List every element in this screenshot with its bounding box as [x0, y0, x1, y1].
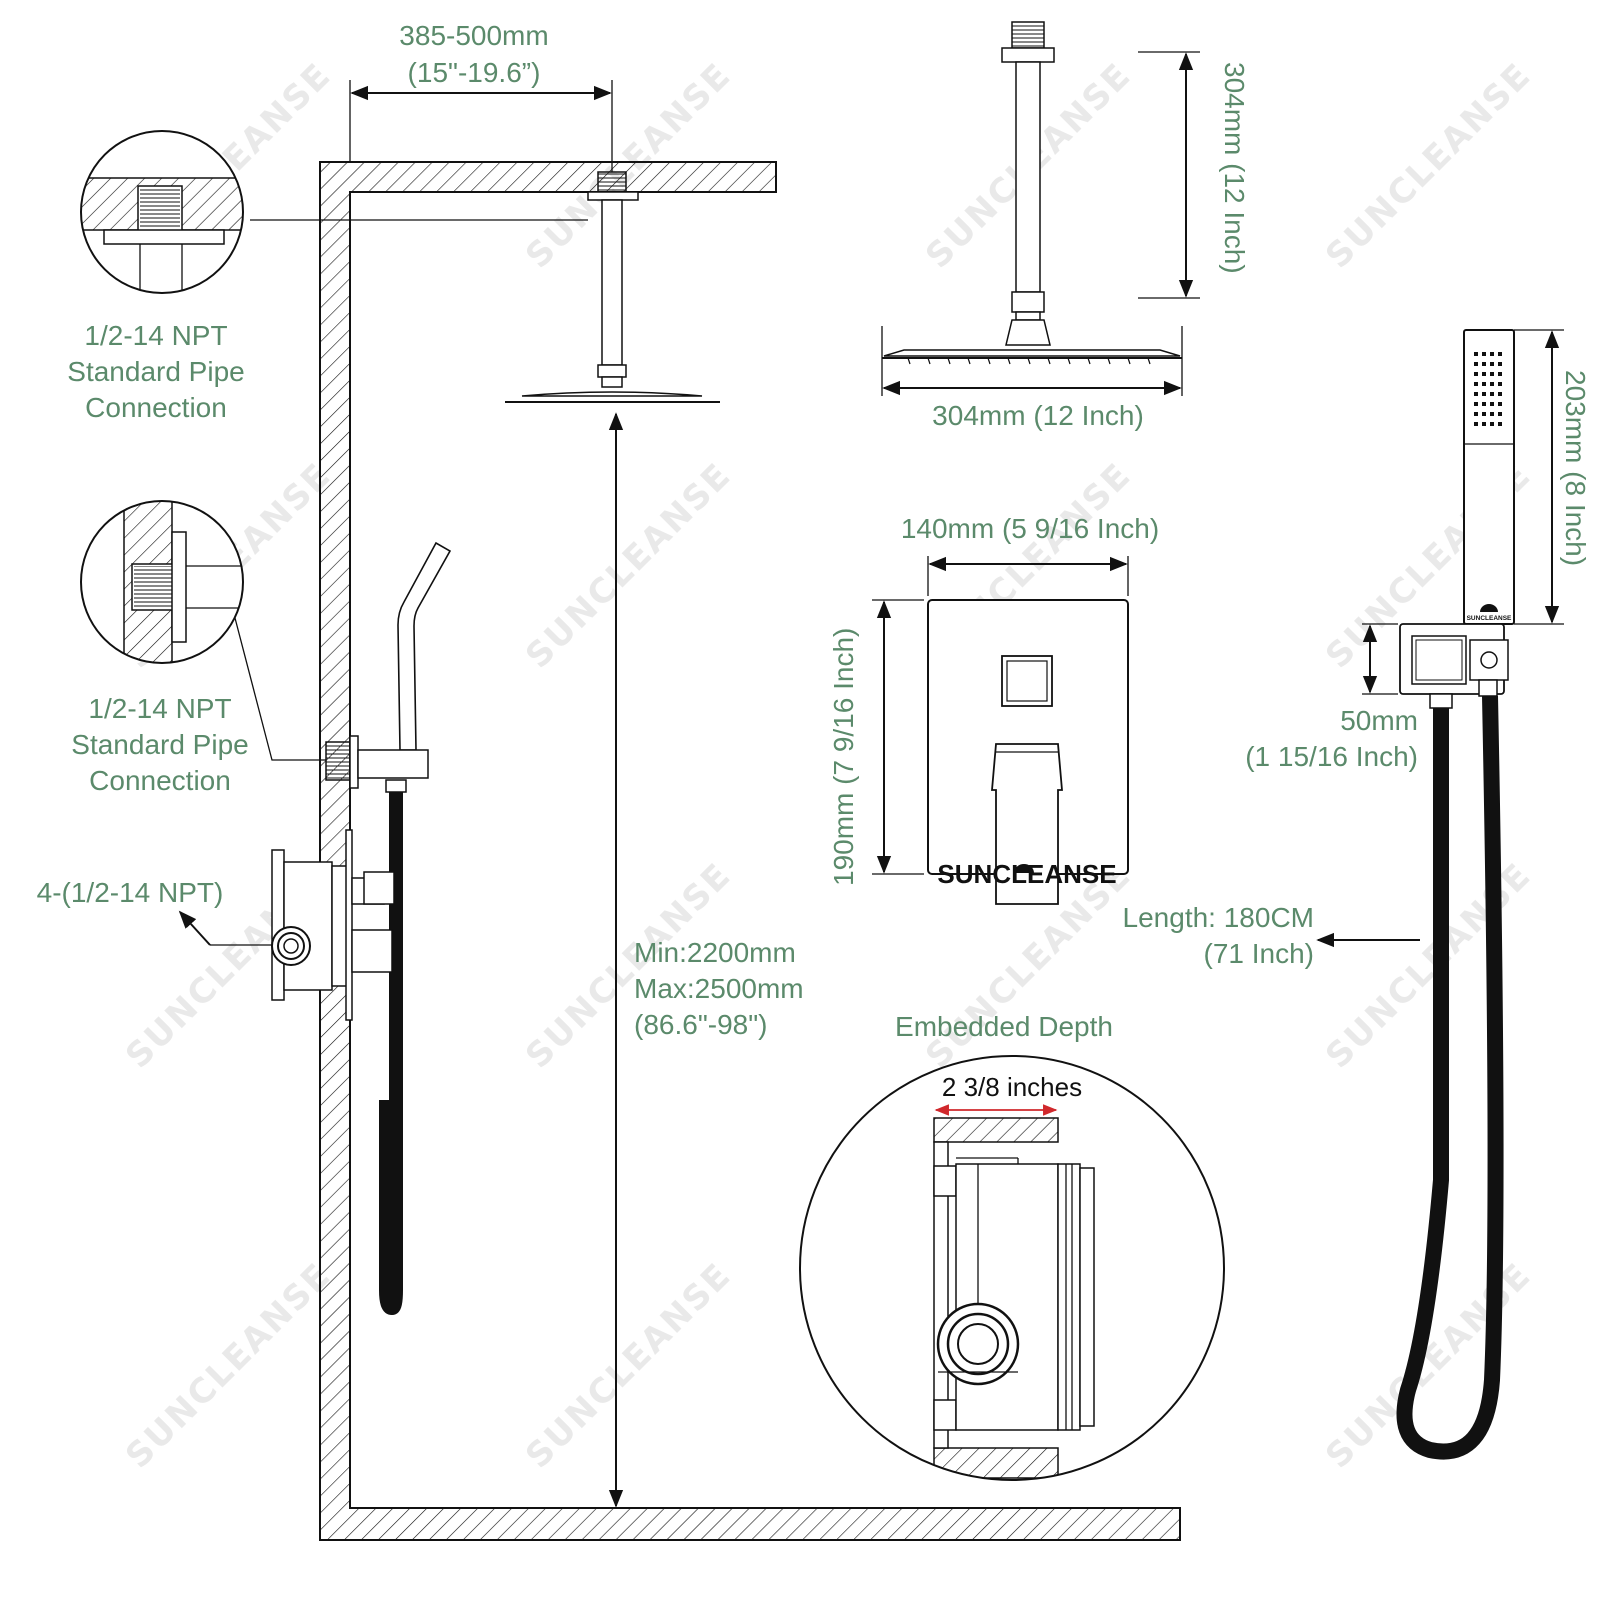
pipe-top-label-line2: Standard Pipe — [67, 356, 244, 387]
arm-span-dimension: 385-500mm (15"-19.6”) — [349, 20, 613, 172]
pipe-detail-mid: 1/2-14 NPT Standard Pipe Connection — [71, 500, 326, 796]
spray-holes — [1474, 352, 1502, 426]
pipe-mid-label-line1: 1/2-14 NPT — [88, 693, 231, 724]
plate-height-label: 190mm (7 9/16 Inch) — [828, 628, 859, 886]
hose-length-label-1: Length: 180CM — [1123, 902, 1314, 933]
valve-trim-plate: SUNCLEANSE 140mm (5 9/16 Inch) 190mm (7 … — [828, 513, 1159, 905]
valve-ports-label: 4-(1/2-14 NPT) — [37, 877, 224, 908]
arm-span-mm-label: 385-500mm — [399, 20, 548, 51]
valve-side: 4-(1/2-14 NPT) — [37, 829, 395, 1021]
pipe-mid-label-line2: Standard Pipe — [71, 729, 248, 760]
plate-brand-mark: SUNCLEANSE — [937, 859, 1116, 889]
wall-section — [319, 161, 1181, 1541]
embedded-depth-title: Embedded Depth — [895, 1011, 1113, 1042]
holder-size-label-1: 50mm — [1340, 705, 1418, 736]
hand-shower-front: SUNCLEANSE 203mm (8 Inch) 50mm (1 15/16 … — [1123, 329, 1591, 1460]
embedded-depth-detail: Embedded Depth 2 3/8 inches — [799, 1011, 1225, 1481]
watermark-text: SUNCLEANSE — [1318, 855, 1539, 1076]
embedded-depth-value: 2 3/8 inches — [942, 1072, 1082, 1102]
pipe-top-label-line3: Connection — [85, 392, 227, 423]
pipe-top-label-line1: 1/2-14 NPT — [84, 320, 227, 351]
watermark-text: SUNCLEANSE — [518, 455, 739, 676]
arm-span-in-label: (15"-19.6”) — [408, 57, 541, 88]
height-in-label: (86.6"-98") — [634, 1009, 768, 1040]
pipe-detail-top: 1/2-14 NPT Standard Pipe Connection — [67, 130, 245, 423]
holder-size-label-2: (1 15/16 Inch) — [1245, 741, 1418, 772]
shower-head-front: 304mm (12 Inch) 304mm (12 Inch) — [881, 21, 1250, 431]
brand-logo-icon — [1480, 604, 1498, 612]
watermark-text: SUNCLEANSE — [118, 1255, 339, 1476]
brand-logo-icon — [1014, 864, 1034, 873]
ceiling-shower-side — [250, 171, 720, 403]
watermark-text: SUNCLEANSE — [1318, 55, 1539, 276]
handheld-side — [325, 541, 452, 1316]
height-max-label: Max:2500mm — [634, 973, 804, 1004]
watermark-text: SUNCLEANSE — [518, 1255, 739, 1476]
handheld-length-label: 203mm (8 Inch) — [1560, 370, 1591, 566]
nozzle-row — [907, 357, 1151, 365]
handheld-brand-mark: SUNCLEANSE — [1467, 615, 1512, 622]
head-width-label: 304mm (12 Inch) — [932, 400, 1144, 431]
pipe-mid-label-line3: Connection — [89, 765, 231, 796]
arm-length-label: 304mm (12 Inch) — [1219, 62, 1250, 274]
hose-length-label-2: (71 Inch) — [1204, 938, 1315, 969]
height-min-label: Min:2200mm — [634, 937, 796, 968]
plate-width-label: 140mm (5 9/16 Inch) — [901, 513, 1159, 544]
height-dimension: Min:2200mm Max:2500mm (86.6"-98") — [608, 412, 804, 1508]
